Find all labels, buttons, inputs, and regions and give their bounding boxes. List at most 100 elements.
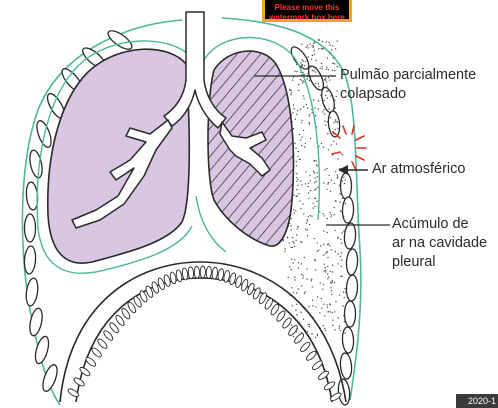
air-dot [296, 234, 298, 236]
air-dot [341, 197, 344, 200]
air-dot [304, 291, 306, 293]
air-dot [305, 103, 308, 106]
air-dot [309, 76, 312, 78]
air-dot [306, 44, 309, 47]
air-dot [312, 202, 314, 204]
air-dot [282, 240, 284, 242]
air-dot [301, 43, 303, 45]
air-dot [311, 58, 313, 60]
air-dot [291, 287, 293, 289]
air-dot [298, 83, 300, 86]
air-dot [337, 158, 339, 160]
air-dot [343, 321, 345, 323]
air-dot [309, 113, 311, 116]
air-dot [295, 239, 297, 241]
air-dot [314, 181, 316, 184]
air-dot [308, 223, 311, 226]
air-dot [308, 197, 310, 200]
air-dot [314, 260, 316, 262]
diaphragm-link [187, 266, 194, 280]
air-dot [303, 65, 306, 67]
air-dot [323, 303, 325, 305]
diaphragm-link [323, 381, 336, 391]
air-dot [300, 311, 302, 313]
air-dot [340, 265, 343, 267]
air-dot [313, 42, 315, 45]
air-dot [301, 59, 303, 61]
air-dot [326, 121, 328, 123]
air-dot [336, 40, 338, 42]
left-rib-12 [34, 335, 50, 365]
air-dot [301, 80, 303, 82]
air-dot [316, 200, 318, 202]
air-dot [307, 216, 309, 218]
air-dot [293, 209, 295, 211]
label-pleural-air: Acúmulo de ar na cavidade pleural [392, 215, 487, 272]
air-dot [311, 333, 313, 335]
air-dot [333, 140, 335, 142]
air-dot [326, 66, 328, 69]
air-dot [332, 319, 334, 321]
label-collapsed-lung: Pulmão parcialmente colapsado [340, 66, 476, 104]
air-dot [314, 85, 316, 87]
air-dot [296, 63, 298, 66]
diaphragm-link [229, 272, 237, 286]
air-dot [324, 329, 327, 332]
air-dot [318, 85, 320, 88]
air-dot [307, 192, 310, 194]
air-dot [327, 243, 330, 245]
left-rib-10 [25, 277, 39, 307]
air-dot [324, 169, 326, 171]
diaphragm-link [264, 297, 273, 310]
air-dot [327, 265, 329, 268]
air-dot [341, 275, 343, 278]
air-dot [319, 312, 321, 314]
air-dot [297, 288, 299, 290]
air-dot [298, 158, 300, 161]
air-dot [344, 202, 347, 205]
air-dot [329, 190, 332, 193]
air-dot [334, 107, 336, 109]
air-dot [296, 180, 298, 182]
air-dot [303, 213, 305, 215]
air-dot [304, 142, 307, 144]
air-dot [318, 39, 321, 41]
air-dot [327, 133, 329, 135]
air-dot [334, 63, 336, 65]
air-dot [301, 331, 303, 334]
air-dot [324, 327, 326, 330]
air-dot [300, 144, 303, 147]
air-dot [308, 325, 310, 328]
air-dot [315, 188, 317, 190]
air-dot [324, 77, 327, 79]
air-dot [333, 281, 336, 284]
air-dot [339, 210, 342, 212]
air-dot [305, 60, 307, 63]
pleural-air-dots [281, 39, 347, 339]
air-dot [294, 142, 296, 145]
right-rib-6 [341, 196, 355, 224]
diaphragm-chain [67, 265, 342, 402]
air-dot [301, 63, 303, 66]
air-dot [323, 270, 325, 272]
air-dot [326, 188, 328, 190]
air-dot [312, 305, 314, 307]
air-dot [321, 66, 323, 68]
diaphragm-link [127, 301, 137, 314]
air-dot [306, 229, 309, 231]
air-dot [321, 40, 324, 43]
diaphragm-link [85, 356, 97, 367]
air-dot [293, 212, 295, 214]
air-dot [302, 277, 304, 279]
diaphragm-link [145, 285, 154, 298]
air-dot [320, 298, 323, 300]
air-dot [323, 109, 325, 111]
diaphragm-link [235, 275, 243, 288]
air-dot [338, 294, 341, 296]
air-dot [332, 57, 334, 59]
air-dot [313, 41, 316, 43]
diaphragm-link [306, 350, 317, 361]
air-dot [300, 139, 302, 141]
mediastinum [195, 195, 227, 253]
air-dot [310, 280, 313, 282]
